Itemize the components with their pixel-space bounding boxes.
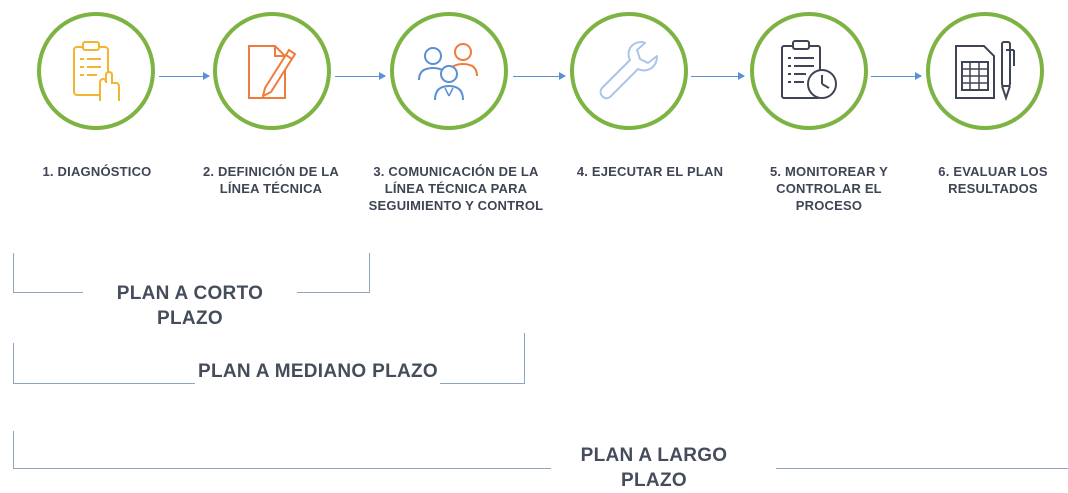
step-6-circle [926,12,1044,130]
medium-plan-bracket-right [524,333,525,384]
arrow-1 [159,72,210,80]
document-pencil-icon [248,45,297,99]
short-plan-bracket-bottom-left [13,292,83,293]
short-plan-label: PLAN A CORTO PLAZO [116,283,264,329]
arrow-3 [513,72,566,80]
medium-plan-bracket-bottom-left [13,383,195,384]
medium-plan-bracket-bottom-right [440,383,525,384]
long-plan-bracket-left [13,431,14,468]
step-2-circle [213,12,331,130]
spreadsheet-pen-icon [955,41,1015,102]
step-3-circle [390,12,508,130]
step-4-circle [570,12,688,130]
arrow-4 [691,72,745,80]
short-plan-bracket-right [369,253,370,293]
team-people-icon [418,43,478,101]
step-5-circle [750,12,868,130]
step-1-label: 1. DIAGNÓSTICO [42,164,152,179]
step-2-label: 2. DEFINICIÓN DE LA LÍNEA TÉCNICA [203,164,339,196]
long-plan-bracket-bottom-left [13,468,551,469]
step-6-label: 6. EVALUAR LOS RESULTADOS [938,164,1048,196]
medium-plan-bracket-left [13,343,14,383]
arrow-5 [871,72,922,80]
step-1-circle [37,12,155,130]
clipboard-hand-icon [73,41,120,101]
wrench-icon [599,41,658,100]
short-plan-bracket-left [13,253,14,292]
arrow-2 [335,72,386,80]
medium-plan-label: PLAN A MEDIANO PLAZO [198,361,438,382]
short-plan-bracket-bottom-right [297,292,370,293]
step-4-label: 4. EJECUTAR EL PLAN [576,164,724,179]
step-3-label: 3. COMUNICACIÓN DE LA LÍNEA TÉCNICA PARA… [368,164,544,213]
step-5-label: 5. MONITOREAR Y CONTROLAR EL PROCESO [769,164,889,213]
long-plan-bracket-bottom-right [776,468,1068,469]
long-plan-label: PLAN A LARGO PLAZO [580,445,728,491]
checklist-clock-icon [781,40,837,99]
